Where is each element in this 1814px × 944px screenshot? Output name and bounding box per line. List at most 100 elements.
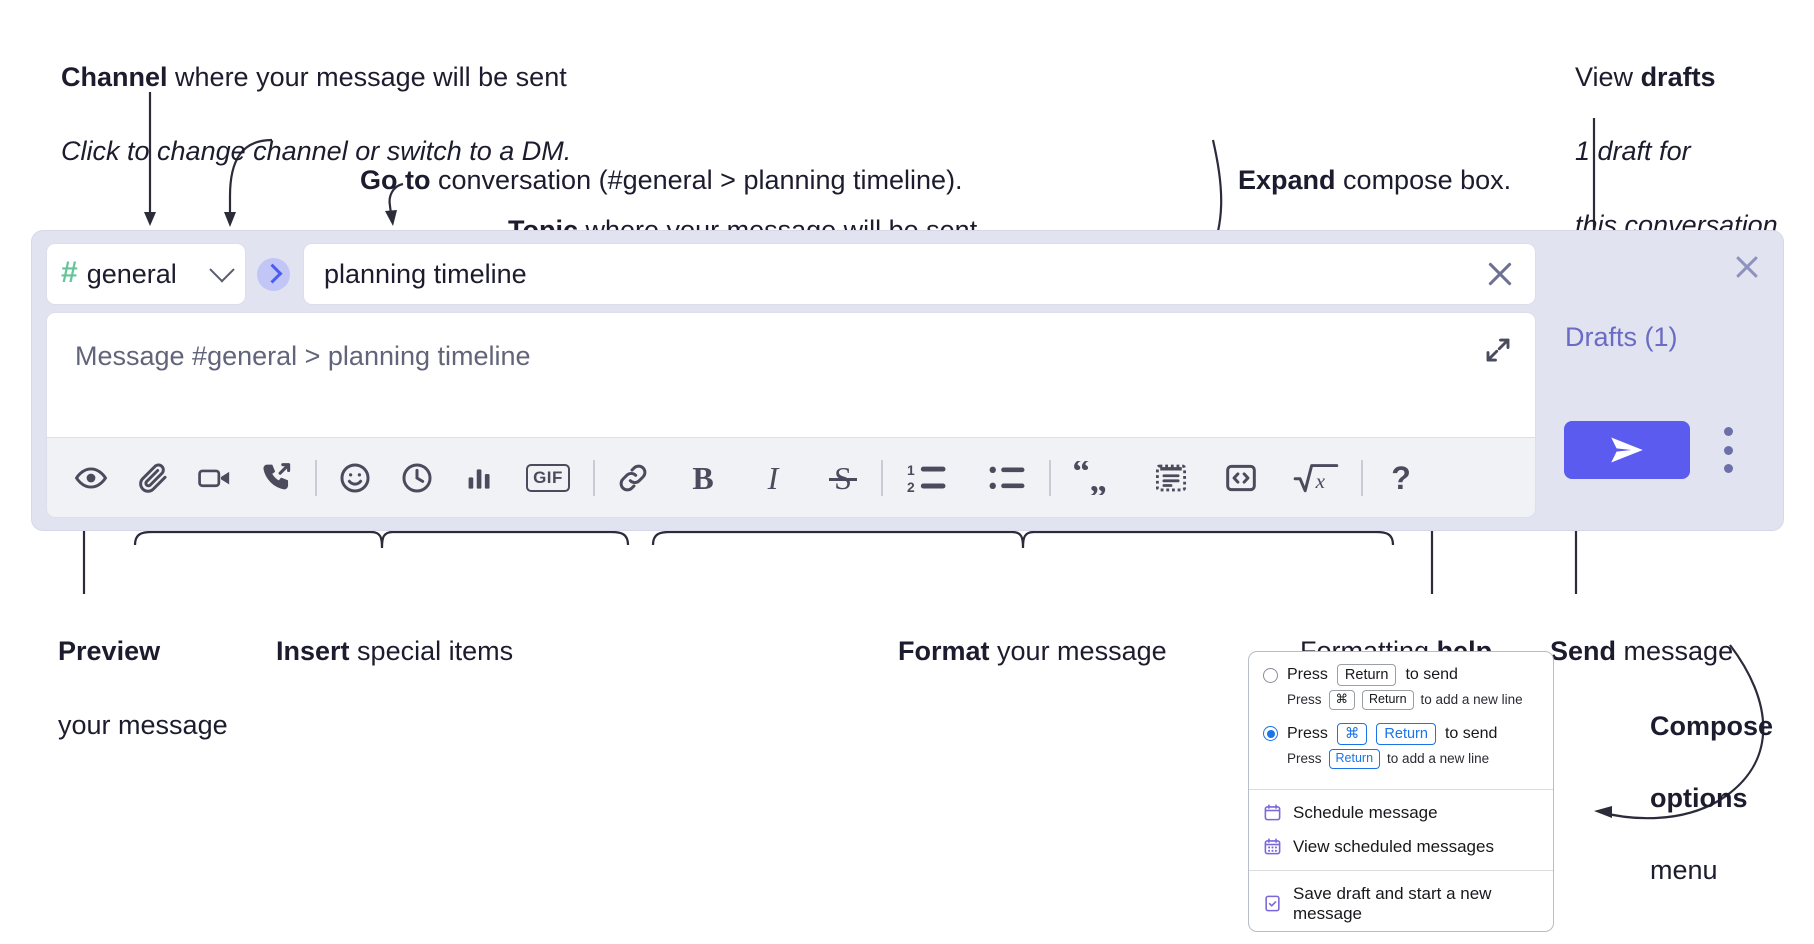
schedule-button[interactable] (395, 456, 439, 500)
opt2-key-return: Return (1376, 722, 1436, 745)
send-shortcut-options: Press Return to send Press ⌘ Return to a… (1249, 652, 1553, 783)
annotation-compose-bold1: Compose (1650, 711, 1774, 741)
annotation-compose-rest: menu (1650, 855, 1718, 885)
topic-value: planning timeline (324, 258, 527, 289)
link-button[interactable] (611, 456, 655, 500)
menu-item-view-scheduled-messages[interactable]: View scheduled messages (1249, 830, 1553, 864)
annotation-send-bold: Send (1550, 636, 1617, 666)
opt1-sub-pre: Press (1287, 692, 1322, 708)
annotation-compose-bold2: options (1650, 783, 1748, 813)
channel-name-label: general (86, 258, 177, 289)
video-clip-button[interactable] (193, 456, 237, 500)
annotation-goto-rest: conversation (#general > planning timeli… (430, 165, 963, 195)
annotation-drafts-rest: View (1575, 62, 1641, 92)
option-cmd-return-to-send[interactable]: Press ⌘ Return to send (1249, 722, 1553, 746)
option-return-to-send[interactable]: Press Return to send (1249, 663, 1553, 687)
menu-divider (1249, 869, 1553, 871)
close-compose-icon[interactable] (1733, 253, 1761, 281)
annotation-goto-bold: Go to (360, 165, 431, 195)
drafts-link[interactable]: Drafts (1) (1565, 322, 1678, 352)
annotation-preview-rest: your message (58, 710, 228, 740)
strikethrough-label: S (834, 460, 852, 496)
menu-item-label: Schedule message (1293, 802, 1438, 822)
message-placeholder: Message #general > planning timeline (75, 341, 531, 371)
annotation-send-rest: message (1616, 636, 1734, 666)
menu-item-schedule-message[interactable]: Schedule message (1249, 796, 1553, 830)
menu-item-save-draft[interactable]: Save draft and start a new message (1249, 877, 1553, 931)
code-block-button[interactable] (1149, 456, 1193, 500)
toolbar-divider (315, 459, 317, 496)
compose-right-rail: Drafts (1) (1550, 231, 1785, 532)
opt1-sub-key-return: Return (1362, 690, 1414, 710)
radio-unselected-icon[interactable] (1263, 667, 1278, 683)
attach-button[interactable] (131, 456, 175, 500)
annotation-send: Send message (1520, 596, 1733, 707)
preview-button[interactable] (69, 456, 113, 500)
compose-main-column: # general planning timeline Message #gen… (46, 243, 1536, 518)
poll-button[interactable] (457, 456, 501, 500)
gif-button[interactable]: GIF (519, 456, 577, 500)
menu-item-label: View scheduled messages (1293, 836, 1494, 856)
send-button[interactable] (1564, 421, 1690, 479)
toolbar-divider (1049, 459, 1051, 496)
compose-options-button[interactable] (1716, 427, 1740, 473)
svg-text:x: x (1315, 468, 1326, 492)
go-to-conversation-button[interactable] (257, 258, 290, 291)
ordered-list-button[interactable]: 1 2 (899, 456, 955, 500)
italic-button[interactable]: I (751, 456, 795, 500)
gif-label: GIF (526, 463, 570, 492)
message-compose-box: # general planning timeline Message #gen… (31, 230, 1784, 531)
dot (1723, 464, 1733, 473)
toolbar-divider (1361, 459, 1363, 496)
compose-options-menu: Press Return to send Press ⌘ Return to a… (1248, 651, 1554, 932)
annotation-channel-italic: Click to change channel or switch to a D… (61, 136, 572, 166)
annotation-expand-bold: Expand (1238, 165, 1336, 195)
calendar-icon (1264, 804, 1281, 821)
annotation-preview: Preview your message (28, 596, 228, 781)
expand-compose-button[interactable] (1483, 335, 1513, 365)
annotation-drafts-italic1: 1 draft for (1575, 136, 1691, 166)
code-button[interactable] (1219, 456, 1263, 500)
formatting-toolbar: GIF B I (46, 437, 1536, 518)
svg-text:1: 1 (907, 461, 915, 477)
chevron-right-icon (262, 263, 282, 283)
compose-header-row: # general planning timeline (46, 243, 1536, 305)
channel-picker-button[interactable]: # general (46, 243, 246, 305)
svg-text:„: „ (1089, 461, 1107, 495)
audio-clip-button[interactable] (255, 456, 299, 500)
option-return-subtext: Press ⌘ Return to add a new line (1249, 687, 1553, 713)
option-cmd-return-subtext: Press Return to add a new line (1249, 746, 1553, 772)
emoji-button[interactable] (333, 456, 377, 500)
opt2-sub-key-return: Return (1328, 748, 1381, 769)
hash-icon: # (61, 256, 78, 289)
opt2-sub-post: to add a new line (1387, 751, 1490, 767)
annotation-channel-bold: Channel (61, 62, 168, 92)
strikethrough-button[interactable]: S (821, 456, 865, 500)
clear-topic-icon[interactable] (1485, 259, 1515, 289)
opt2-sub-pre: Press (1287, 751, 1322, 767)
blockquote-button[interactable]: “ „ (1067, 456, 1123, 500)
opt1-key-return: Return (1336, 664, 1397, 687)
toolbar-divider (881, 459, 883, 496)
menu-item-label: Save draft and start a new message (1293, 883, 1492, 923)
help-label: ? (1391, 459, 1411, 496)
italic-label: I (767, 459, 779, 496)
opt1-post: to send (1405, 666, 1458, 684)
message-input-area[interactable]: Message #general > planning timeline (46, 312, 1536, 438)
annotation-drafts-bold: drafts (1640, 62, 1716, 92)
topic-input-field[interactable]: planning timeline (303, 243, 1536, 305)
opt2-pre: Press (1287, 724, 1328, 742)
help-button[interactable]: ? (1379, 456, 1423, 500)
annotation-format-rest: your message (989, 636, 1167, 666)
opt1-sub-key-cmd: ⌘ (1328, 690, 1356, 710)
bold-button[interactable]: B (681, 456, 725, 500)
annotation-insert: Insert special items (246, 596, 513, 707)
opt1-pre: Press (1287, 666, 1328, 684)
menu-divider (1249, 788, 1553, 790)
opt1-sub-post: to add a new line (1420, 692, 1523, 708)
radio-selected-icon[interactable] (1263, 726, 1278, 742)
annotation-channel-rest: where your message will be sent (167, 62, 567, 92)
latex-button[interactable]: x (1289, 456, 1345, 500)
bulleted-list-button[interactable] (981, 456, 1033, 500)
